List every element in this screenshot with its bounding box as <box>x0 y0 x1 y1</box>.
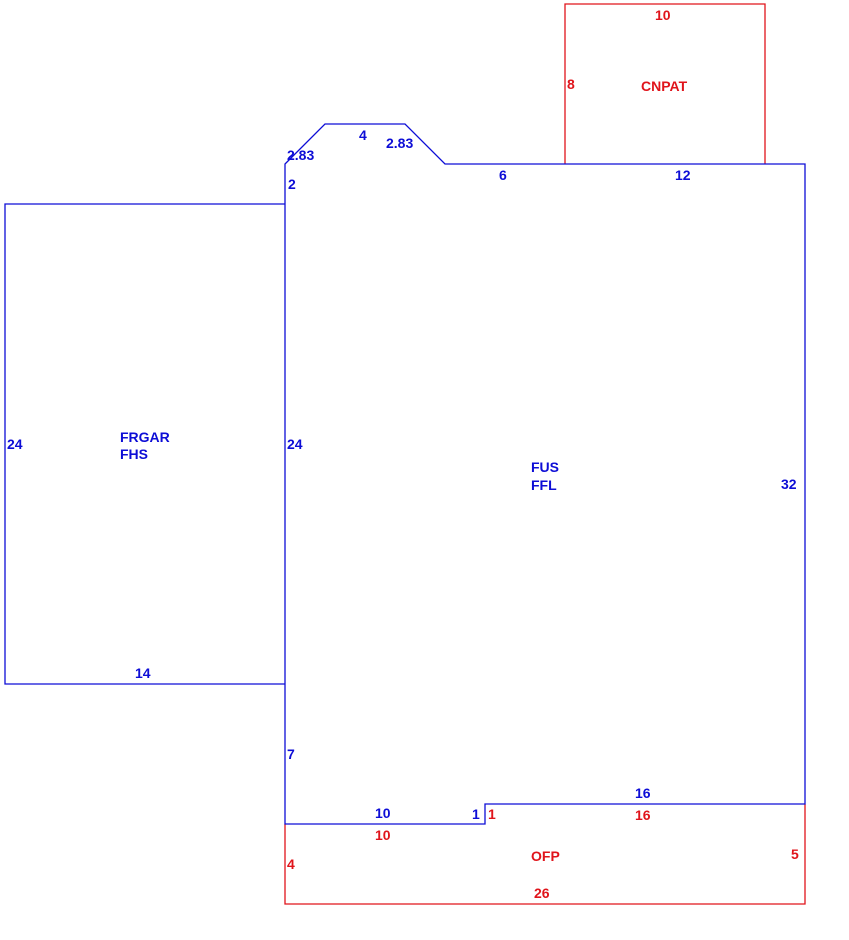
dim-fus-right: 32 <box>781 476 797 492</box>
dim-fus-top-6: 6 <box>499 167 507 183</box>
dim-ofp-left: 4 <box>287 856 295 872</box>
frgar-sublabel: FHS <box>120 446 148 462</box>
dim-ofp-step-1: 1 <box>488 806 496 822</box>
cnpat-outline <box>564 3 766 164</box>
dim-cnpat-top: 10 <box>655 7 671 23</box>
ofp-outline <box>284 804 806 905</box>
fus-label: FUS <box>531 459 559 475</box>
ofp-label: OFP <box>531 848 560 864</box>
dim-ofp-top-16: 16 <box>635 807 651 823</box>
dim-fus-left-2: 2 <box>288 176 296 192</box>
dim-fus-top-12: 12 <box>675 167 691 183</box>
frgar-label: FRGAR <box>120 429 170 445</box>
dim-fus-bottom-16: 16 <box>635 785 651 801</box>
dim-chamfer-top: 4 <box>359 127 367 143</box>
dim-fus-step-1: 1 <box>472 806 480 822</box>
dim-fus-left-7: 7 <box>287 746 295 762</box>
dim-cnpat-left: 8 <box>567 76 575 92</box>
dim-fus-bottom-10: 10 <box>375 805 391 821</box>
dim-ofp-bottom: 26 <box>534 885 550 901</box>
dim-frgar-bottom: 14 <box>135 665 151 681</box>
dim-chamfer-right: 2.83 <box>386 135 413 151</box>
dim-fus-left-24: 24 <box>287 436 303 452</box>
dim-ofp-right: 5 <box>791 846 799 862</box>
fus-sublabel: FFL <box>531 477 557 493</box>
cnpat-label: CNPAT <box>641 78 688 94</box>
dim-ofp-top-10: 10 <box>375 827 391 843</box>
frgar-outline <box>4 203 285 685</box>
fus-outline <box>284 123 806 825</box>
dim-chamfer-left: 2.83 <box>287 147 314 163</box>
dim-frgar-left: 24 <box>7 436 23 452</box>
